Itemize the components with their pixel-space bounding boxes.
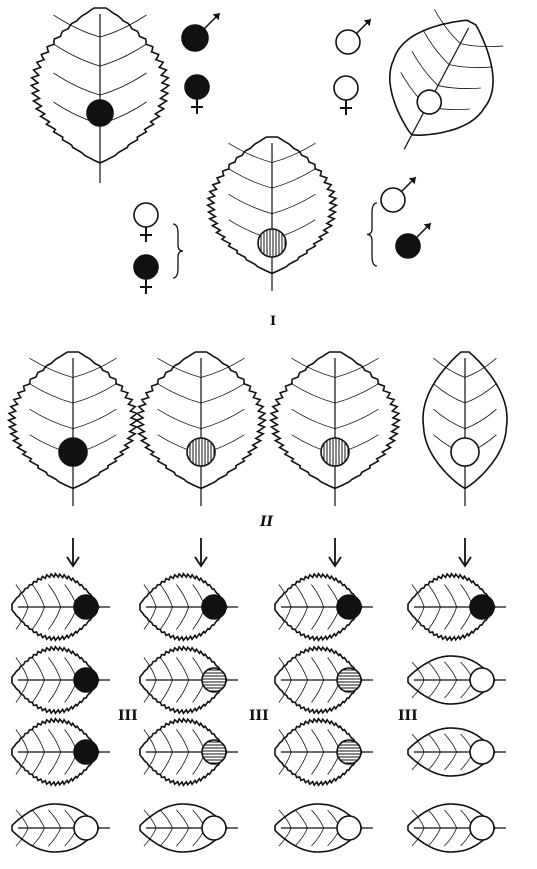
gen3-leaf-r4-c3 [275, 804, 373, 852]
panel-label-iii-1: III [118, 708, 138, 724]
leaf-color-marker-open [74, 816, 98, 840]
leaf-color-marker-solid [337, 595, 361, 619]
gen2-leaf-3 [271, 352, 400, 506]
gen3-leaf-r3-c2 [140, 719, 238, 786]
gen3-leaf-r2-c2 [140, 647, 238, 714]
leaf-color-marker-striped [202, 668, 226, 692]
gen3-leaf-r2-c4 [408, 656, 506, 704]
leaf-color-marker-open [337, 816, 361, 840]
female-symbol-dark-g1 [134, 255, 158, 294]
panel-label-iii-2: III [249, 708, 269, 724]
gen2-arrow-4 [459, 538, 471, 566]
gen3-leaf-r1-c3 [275, 574, 373, 641]
parent-leaf-light [358, 0, 517, 174]
leaf-color-marker-open [202, 816, 226, 840]
leaf-color-marker-solid [87, 100, 113, 126]
gen3-leaf-r3-c3 [275, 719, 373, 786]
leaf-color-marker-solid [59, 438, 87, 466]
leaf-color-marker-solid [74, 668, 98, 692]
male-symbol-dark-g1 [396, 223, 431, 258]
female-symbol-light-g1 [134, 203, 158, 242]
leaf-color-marker-open [470, 816, 494, 840]
leaf-color-marker-striped [187, 438, 215, 466]
leaf-color-marker-striped [202, 740, 226, 764]
panel-label-ii: II [259, 514, 274, 530]
leaf-color-marker-striped [321, 438, 349, 466]
female-symbol-light [334, 76, 358, 115]
male-symbol-light [336, 19, 371, 54]
leaf-color-marker-solid [74, 595, 98, 619]
gen2-leaf-2 [137, 352, 266, 506]
panel-label-iii-3: III [398, 708, 418, 724]
leaf-color-marker-solid [74, 740, 98, 764]
hybrid-leaf [208, 137, 337, 291]
left-brace [173, 224, 183, 278]
leaf-color-marker-solid [202, 595, 226, 619]
leaf-color-marker-striped [337, 668, 361, 692]
gen2-arrow-2 [195, 538, 207, 566]
leaf-color-marker-striped [337, 740, 361, 764]
male-symbol-light-g1 [381, 177, 416, 212]
gen3-leaf-r4-c1 [12, 804, 110, 852]
gen3-leaf-r1-c1 [12, 574, 110, 641]
gen3-leaf-r1-c4 [408, 574, 506, 641]
panel-label-i: I [270, 314, 276, 329]
second-generation [9, 352, 507, 566]
gen2-arrow-3 [329, 538, 341, 566]
leaf-color-marker-striped [258, 229, 286, 257]
parent-leaf-dark [31, 8, 169, 183]
leaf-color-marker-solid [470, 595, 494, 619]
gen3-leaf-r2-c1 [12, 647, 110, 714]
leaf-color-marker-open [470, 740, 494, 764]
leaf-color-marker-open [470, 668, 494, 692]
first-generation [134, 137, 431, 294]
right-brace [367, 203, 377, 266]
gen3-leaf-r3-c4 [408, 728, 506, 776]
gen2-leaf-1 [9, 352, 138, 506]
gen3-leaf-r3-c1 [12, 719, 110, 786]
gen2-leaf-4 [423, 352, 507, 506]
gen3-leaf-r4-c4 [408, 804, 506, 852]
leaf-color-marker-open [451, 438, 479, 466]
gen2-arrow-1 [67, 538, 79, 566]
gen3-leaf-r1-c2 [140, 574, 238, 641]
gen3-leaf-r4-c2 [140, 804, 238, 852]
gen3-leaf-r2-c3 [275, 647, 373, 714]
female-symbol-dark [185, 75, 209, 114]
male-symbol-dark [182, 13, 220, 51]
